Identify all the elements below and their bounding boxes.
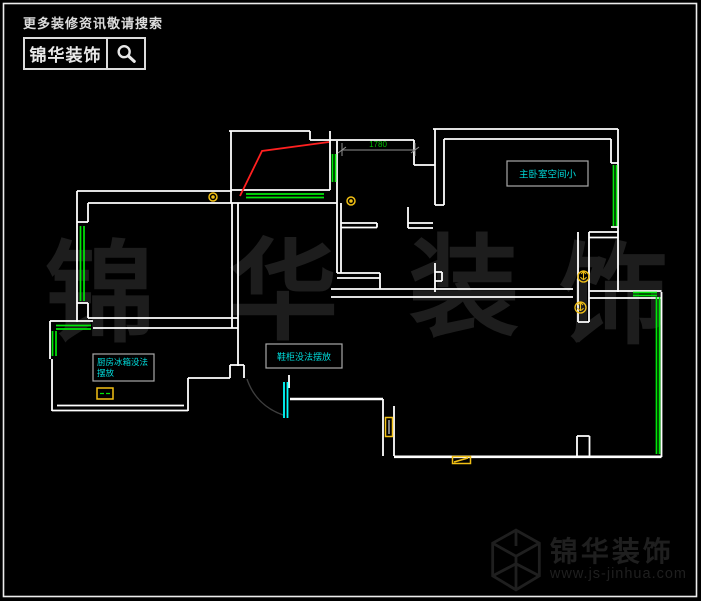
light-symbol [346,196,356,206]
magnifier-icon [117,44,136,63]
note-master-bedroom-text: 主卧室空间小 [519,169,577,181]
dimension-label: 1780 [369,140,387,149]
note-kitchen: 厨房冰箱没法 摆放 [92,353,155,382]
note-kitchen-line1: 厨房冰箱没法 [97,357,148,367]
promo-text: 更多装修资讯敬请搜索 [23,16,164,31]
note-shoe-cabinet-text: 鞋柜没法摆放 [277,351,331,362]
floor-fixture-symbol [451,455,472,465]
brand-search-box: 锦华装饰 [23,37,146,70]
footer-brand-text: 锦华装饰 [549,536,674,568]
anchor-symbol [574,301,587,314]
door-swing-arc [246,378,284,416]
light-symbol [208,192,218,202]
red-route-line [239,141,330,197]
note-shoe-cabinet: 鞋柜没法摆放 [265,343,343,369]
watermark-text: 锦 华 装 饰 [45,228,669,358]
search-cell [106,39,144,68]
note-master-bedroom: 主卧室空间小 [506,160,589,187]
watermark-char: 锦 [45,234,155,356]
dimension-line [337,143,420,156]
footer-url-text: www.js-jinhua.com [549,566,687,583]
walls [49,128,663,457]
fixture-symbols [96,192,590,465]
note-kitchen-line2: 摆放 [97,368,115,378]
door-panel-cyan [283,382,289,418]
footer-logo: 锦华装饰 www.js-jinhua.com [488,527,687,593]
stove-symbol [96,387,114,400]
wireframe-cube-icon [491,528,541,592]
brand-logo-text: 锦华装饰 [29,46,102,65]
wall-fixture-symbol [384,416,394,438]
anchor-symbol [577,270,590,283]
window-symbols [51,154,661,454]
watermark-char: 华 [228,232,338,354]
walls-heavy [290,397,662,459]
header: 更多装修资讯敬请搜索 锦华装饰 [23,13,163,70]
watermark-char: 饰 [559,236,669,358]
